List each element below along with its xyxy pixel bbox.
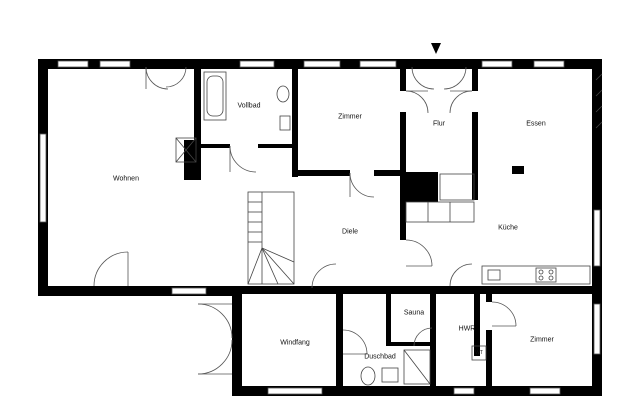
room-label-sauna: Sauna [403, 309, 425, 317]
north-arrow-icon [431, 43, 441, 54]
room-label-kueche: Küche [498, 224, 518, 232]
room-label-windfang: Windfang [280, 339, 310, 347]
room-label-essen: Essen [526, 120, 546, 128]
interior-walls [184, 67, 524, 396]
room-label-hwr: HWR [458, 325, 476, 333]
room-label-duschbad: Duschbad [364, 353, 396, 361]
right-side-hatching [595, 73, 603, 129]
windows [39, 60, 601, 395]
hwr-appliance-label: WT [475, 350, 483, 356]
room-label-diele: Diele [342, 228, 358, 236]
room-label-vollbad: Vollbad [237, 102, 261, 110]
floor-fixtures [175, 71, 591, 386]
room-label-wohnen: Wohnen [113, 175, 139, 183]
room-label-zimmer-bottom: Zimmer [530, 336, 554, 344]
room-label-flur: Flur [432, 120, 446, 128]
door-swings [93, 66, 517, 375]
room-label-zimmer-top: Zimmer [338, 113, 362, 121]
